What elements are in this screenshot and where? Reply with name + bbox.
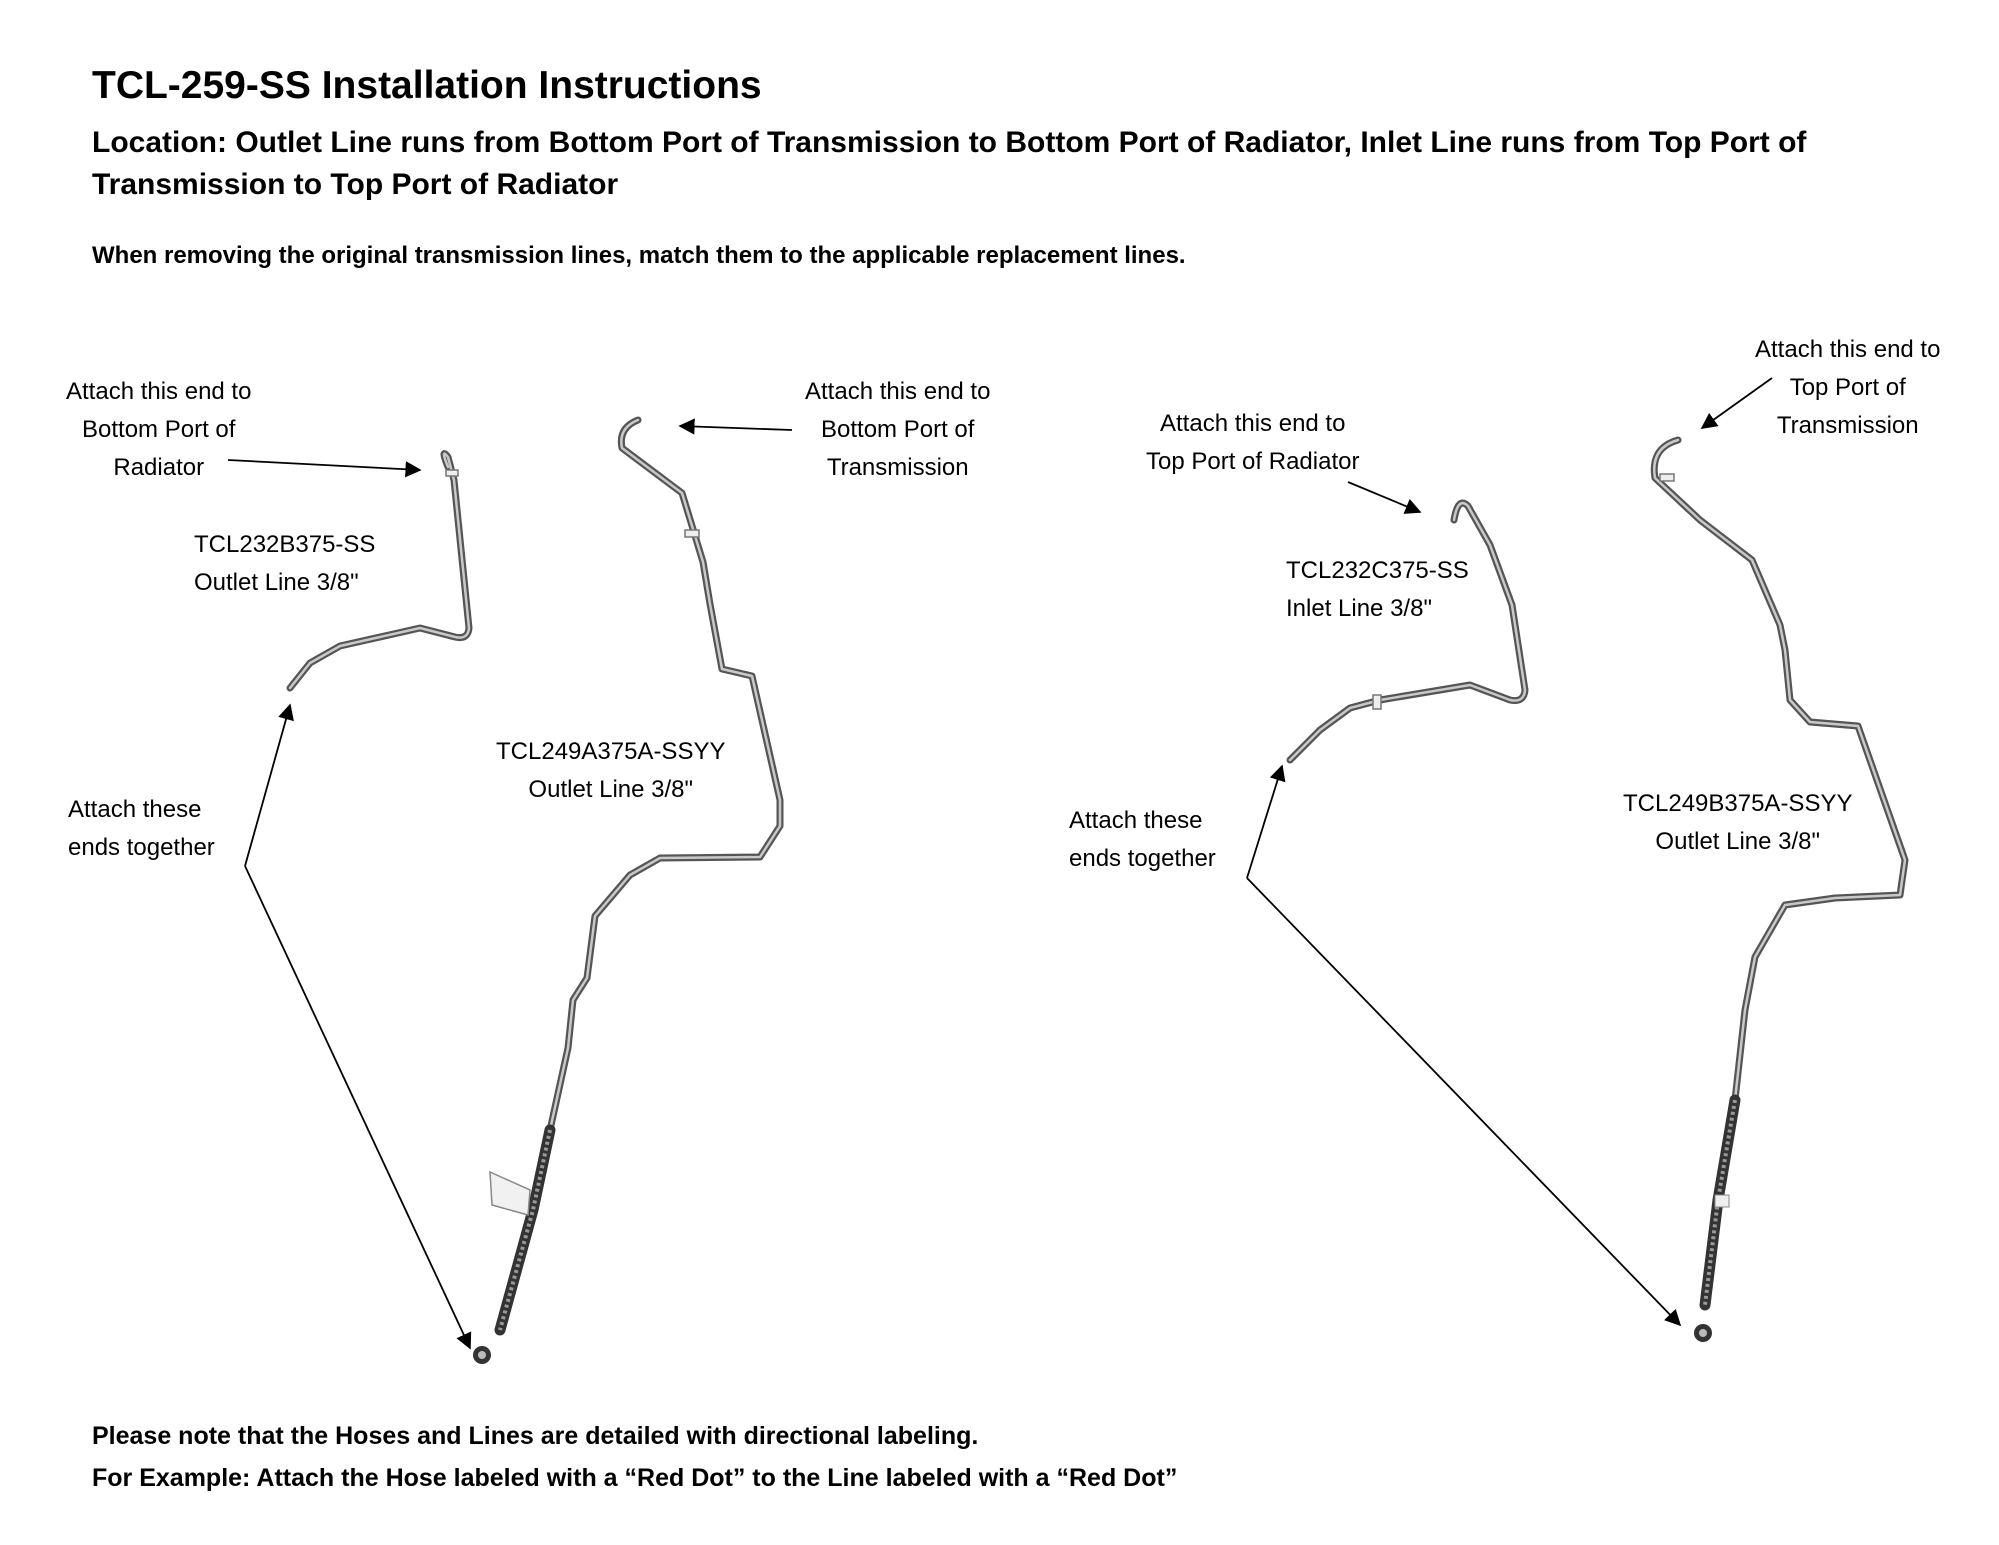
right-transmission-port-label: Attach this end to Top Port of Transmiss… <box>1755 336 1941 439</box>
location-description: Location: Outlet Line runs from Bottom P… <box>92 126 1807 201</box>
note-directional-labeling: Please note that the Hoses and Lines are… <box>92 1422 979 1450</box>
right-long-line-label: TCL249B375A-SSYY Outlet Line 3/8" <box>1623 790 1853 855</box>
right-radiator-port-label: Attach this end to Top Port of Radiator <box>1146 410 1360 475</box>
page-title: TCL-259-SS Installation Instructions <box>92 64 762 107</box>
left-long-outlet-line <box>473 416 784 1364</box>
left-radiator-port-label: Attach this end to Bottom Port of Radiat… <box>66 378 252 481</box>
right-together-label: Attach these ends together <box>1069 807 1216 872</box>
intro-instruction: When removing the original transmission … <box>92 242 1186 269</box>
right-short-inlet-line <box>1286 499 1529 764</box>
left-long-line-label: TCL249A375A-SSYY Outlet Line 3/8" <box>496 738 726 803</box>
left-together-label: Attach these ends together <box>68 796 215 861</box>
note-red-dot-example: For Example: Attach the Hose labeled wit… <box>92 1464 1178 1492</box>
left-short-line-label: TCL232B375-SS Outlet Line 3/8" <box>194 531 376 596</box>
left-short-outlet-line <box>286 450 473 692</box>
right-short-line-label: TCL232C375-SS Inlet Line 3/8" <box>1286 557 1469 622</box>
left-transmission-port-label: Attach this end to Bottom Port of Transm… <box>805 378 991 481</box>
right-long-outlet-line <box>1650 436 1909 1342</box>
